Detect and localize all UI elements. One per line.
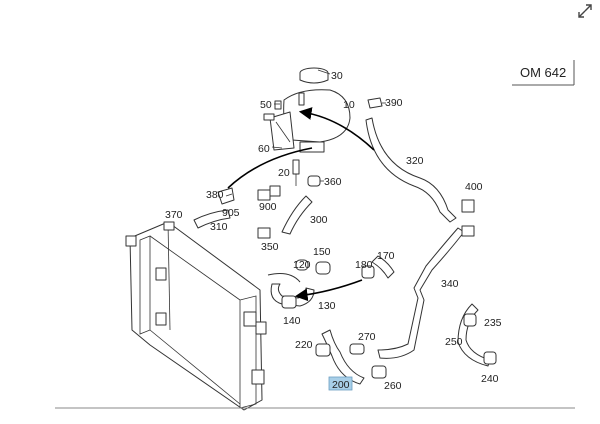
- label-part-340[interactable]: 340: [441, 278, 459, 290]
- label-part-60[interactable]: 60: [258, 143, 270, 155]
- label-part-390[interactable]: 390: [385, 97, 403, 109]
- label-part-180[interactable]: 180: [355, 259, 373, 271]
- label-part-240[interactable]: 240: [481, 373, 499, 385]
- engine-code: OM 642: [520, 65, 566, 80]
- fittings-upper: [217, 97, 383, 205]
- label-part-50[interactable]: 50: [260, 99, 272, 111]
- flow-arrows: [227, 107, 375, 302]
- label-part-200[interactable]: 200: [332, 379, 350, 391]
- radiator: [125, 221, 267, 411]
- label-part-140[interactable]: 140: [283, 315, 301, 327]
- label-part-250[interactable]: 250: [445, 336, 463, 348]
- engine-code-box: OM 642: [512, 60, 575, 86]
- hoses: [163, 117, 497, 385]
- label-part-310[interactable]: 310: [210, 221, 228, 233]
- label-part-400[interactable]: 400: [465, 181, 483, 193]
- label-part-370[interactable]: 370: [165, 209, 183, 221]
- part-labels: 30 10 50 390 60 320 20 360 380 400 900 9…: [165, 70, 502, 392]
- label-part-260[interactable]: 260: [384, 380, 402, 392]
- highlight-box-200: [328, 376, 353, 391]
- expand-icon[interactable]: [578, 4, 592, 18]
- label-part-905[interactable]: 905: [222, 207, 240, 219]
- label-part-170[interactable]: 170: [377, 250, 395, 262]
- label-part-10[interactable]: 10: [343, 99, 355, 111]
- label-part-235[interactable]: 235: [484, 317, 502, 329]
- label-part-270[interactable]: 270: [358, 331, 376, 343]
- label-part-30[interactable]: 30: [331, 70, 343, 82]
- label-part-300[interactable]: 300: [310, 214, 328, 226]
- label-part-20[interactable]: 20: [278, 167, 290, 179]
- label-part-220[interactable]: 220: [295, 339, 313, 351]
- label-part-350[interactable]: 350: [261, 241, 279, 253]
- label-part-900[interactable]: 900: [259, 201, 277, 213]
- label-part-120[interactable]: 120: [293, 259, 311, 271]
- label-part-360[interactable]: 360: [324, 176, 342, 188]
- label-part-150[interactable]: 150: [313, 246, 331, 258]
- label-part-320[interactable]: 320: [406, 155, 424, 167]
- label-part-380[interactable]: 380: [206, 189, 224, 201]
- label-part-130[interactable]: 130: [318, 300, 336, 312]
